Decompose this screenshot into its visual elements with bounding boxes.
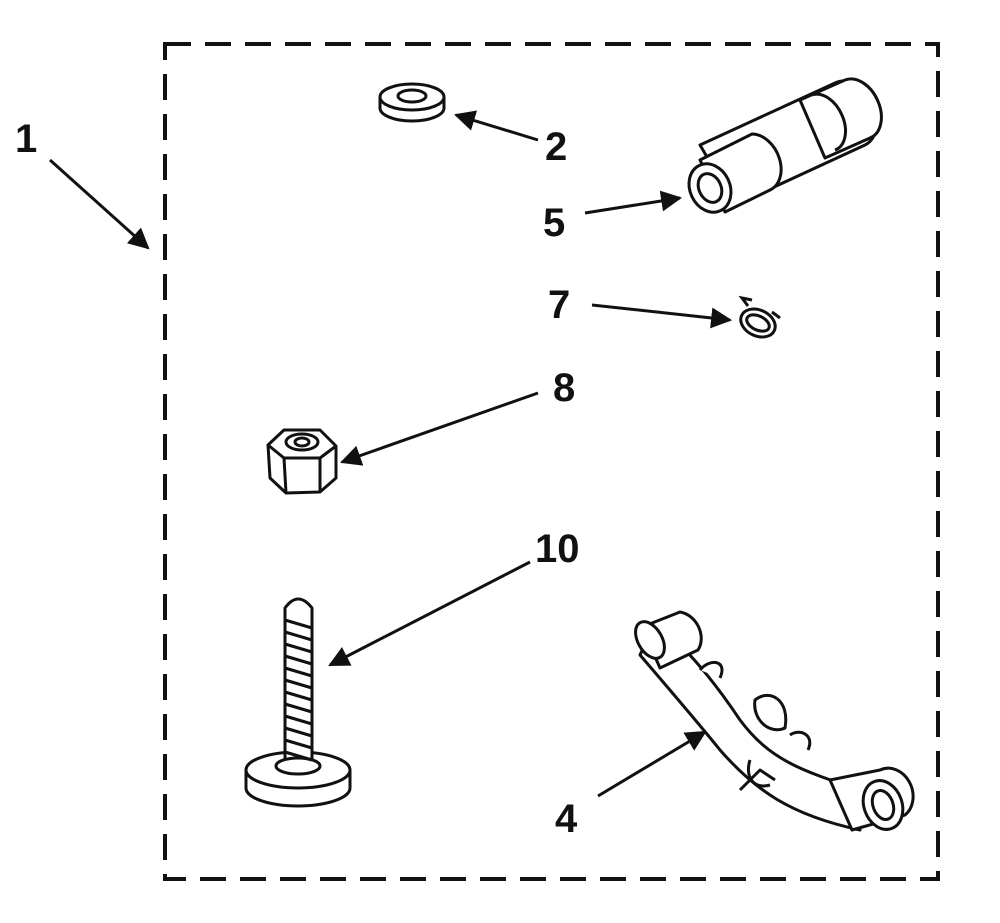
callout-2: 2 <box>545 125 567 169</box>
leader-lines <box>48 110 733 798</box>
leader-8 <box>340 391 539 466</box>
callout-10: 10 <box>535 527 580 571</box>
washer-part <box>378 82 446 123</box>
callout-7: 7 <box>548 283 570 327</box>
curved-connector-part <box>634 610 915 832</box>
leader-4 <box>597 730 707 798</box>
callout-8: 8 <box>553 366 575 410</box>
callout-1: 1 <box>15 117 37 161</box>
leader-7 <box>591 303 733 329</box>
leader-10 <box>328 560 531 667</box>
leader-2 <box>453 110 539 142</box>
screw-part <box>244 597 352 808</box>
hex-nut-part <box>266 428 338 495</box>
leader-1 <box>48 158 150 250</box>
clamp-part <box>738 295 781 339</box>
straight-connector-part <box>687 77 883 214</box>
callout-5: 5 <box>543 201 565 245</box>
callout-4: 4 <box>555 797 578 841</box>
leader-5 <box>584 190 683 215</box>
